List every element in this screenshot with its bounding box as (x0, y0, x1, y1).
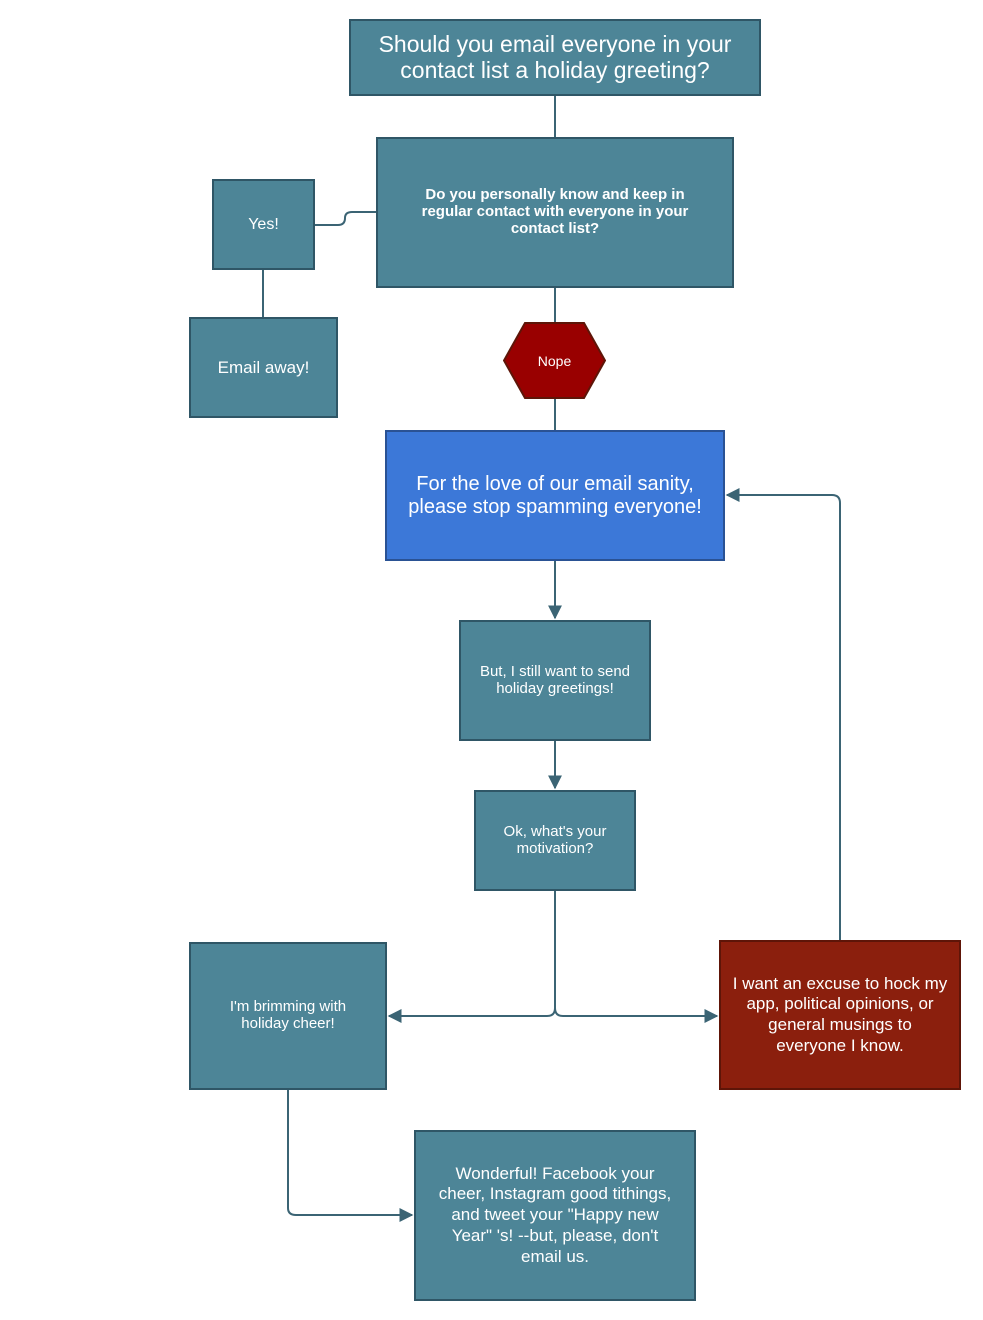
still-want-text: But, I still want to send holiday greeti… (479, 662, 631, 697)
connector-cheer-to-wonderful (287, 1090, 414, 1222)
connector-motivation-to-hock (554, 1000, 719, 1023)
wonderful-box: Wonderful! Facebook your cheer, Instagra… (414, 1130, 696, 1301)
holiday-cheer-text: I'm brimming with holiday cheer! (229, 998, 347, 1032)
yes-box: Yes! (212, 179, 315, 270)
motivation-text: Ok, what's your motivation? (503, 822, 607, 857)
excuse-to-hock-box: I want an excuse to hock my app, politic… (719, 940, 961, 1090)
question-know-contacts-text: Do you personally know and keep in regul… (421, 186, 689, 237)
title-text: Should you email everyone in your contac… (378, 30, 732, 83)
wonderful-text: Wonderful! Facebook your cheer, Instagra… (438, 1163, 672, 1266)
question-know-contacts-box: Do you personally know and keep in regul… (376, 137, 734, 288)
email-away-box: Email away! (189, 317, 338, 418)
still-want-box: But, I still want to send holiday greeti… (459, 620, 651, 741)
connector-question-to-yes (315, 211, 376, 226)
motivation-box: Ok, what's your motivation? (474, 790, 636, 891)
email-away-text: Email away! (217, 357, 310, 377)
nope-hexagon-shape (503, 322, 606, 399)
connector-hock-to-stop (725, 488, 841, 940)
holiday-cheer-box: I'm brimming with holiday cheer! (189, 942, 387, 1090)
yes-text: Yes! (248, 215, 279, 233)
excuse-to-hock-text: I want an excuse to hock my app, politic… (732, 973, 948, 1055)
stop-spamming-text: For the love of our email sanity, please… (408, 473, 702, 518)
nope-text: Nope (537, 352, 572, 369)
title-box: Should you email everyone in your contac… (349, 19, 761, 96)
connector-motivation-to-cheer (387, 891, 556, 1023)
nope-hexagon: Nope (503, 322, 606, 399)
stop-spamming-box: For the love of our email sanity, please… (385, 430, 725, 561)
